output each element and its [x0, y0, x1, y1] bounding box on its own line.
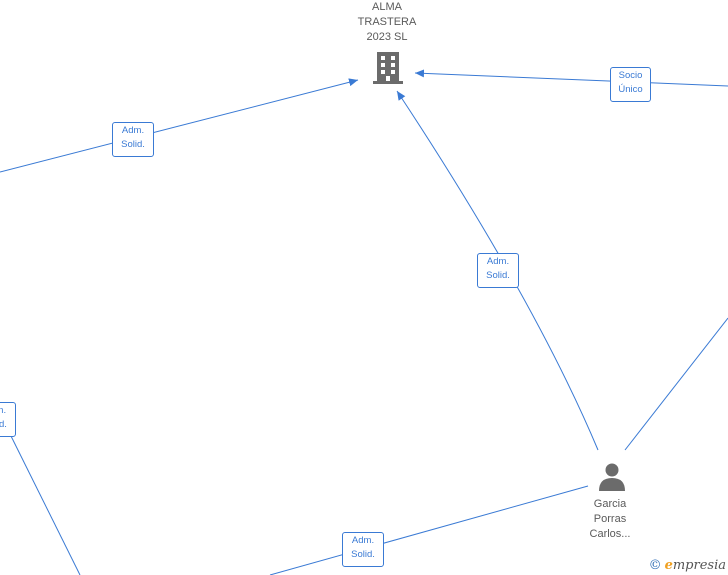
person-icon[interactable] [599, 463, 625, 492]
edge-label-line: Adm. [351, 535, 375, 546]
edge-label-line: Adm. [0, 405, 7, 416]
person-node-label[interactable]: Garcia Porras Carlos... [575, 497, 645, 542]
edge-line-left-mid [7, 429, 81, 575]
company-node-label[interactable]: ALMA TRASTERA 2023 SL [346, 0, 428, 45]
edge-line-right-top [414, 69, 728, 87]
person-name-line: Garcia [593, 498, 627, 510]
copyright-symbol: © [648, 558, 662, 573]
person-name-line: Porras [593, 513, 627, 525]
edge-label-center[interactable]: Adm. Solid. [477, 253, 519, 288]
edge-label-line: Adm. [486, 256, 510, 267]
edge-label-left-top[interactable]: Adm. Solid. [112, 122, 154, 157]
person-name-line: Carlos... [589, 528, 631, 540]
company-name-line: TRASTERA [357, 16, 417, 28]
company-name-line: ALMA [372, 1, 402, 13]
building-icon[interactable] [373, 52, 403, 84]
edge-label-line: Solid. [121, 139, 145, 150]
edge-label-line: Adm. [121, 125, 145, 136]
edge-line-left-top [0, 78, 359, 173]
edge-label-line: Socio [618, 70, 643, 81]
edge-label-line: Único [618, 84, 643, 95]
edge-label-left-mid[interactable]: Adm. Solid. [0, 402, 16, 437]
brand-name: mpresia [672, 558, 726, 573]
edge-label-bottom[interactable]: Adm. Solid. [342, 532, 384, 567]
empresia-watermark: ©empresia [649, 558, 726, 573]
company-name-line: 2023 SL [366, 31, 408, 43]
brand-initial: e [664, 558, 673, 573]
edge-label-line: Solid. [351, 549, 375, 560]
edge-label-line: Solid. [486, 270, 510, 281]
edge-line-bottom [269, 485, 589, 575]
edge-label-line: Solid. [0, 419, 7, 430]
edge-label-right-top[interactable]: Socio Único [610, 67, 651, 102]
edge-line-right-bottom [624, 317, 728, 451]
